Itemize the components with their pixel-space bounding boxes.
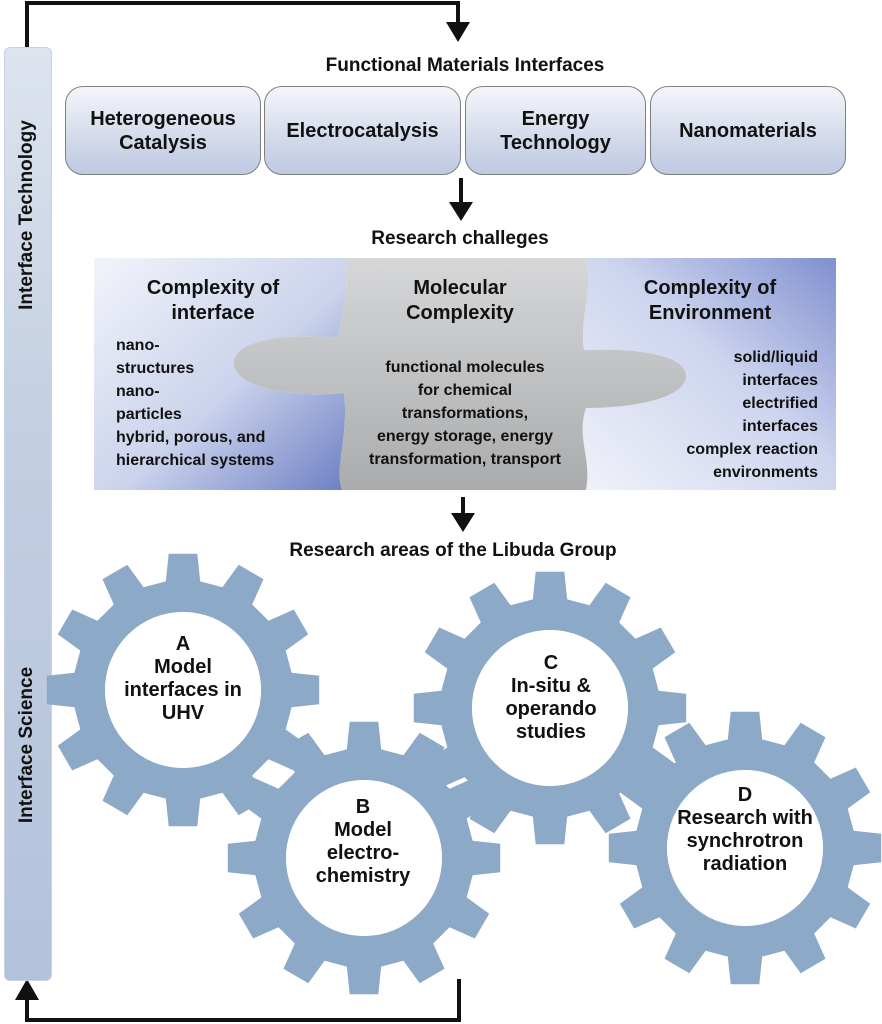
pill-label: Heterogeneous Catalysis <box>90 107 236 154</box>
gear-label: In-situ & operando studies <box>505 675 597 743</box>
pill-energy-technology: Energy Technology <box>465 86 646 175</box>
body-line: solid/liquid <box>733 349 818 366</box>
pill-label: Energy Technology <box>500 107 611 154</box>
puzzle-piece-right <box>582 258 836 490</box>
gear-label: Research with synchrotron radiation <box>677 807 813 875</box>
gear-c-text: C In-situ & operando studies <box>487 652 615 744</box>
challenge-left-body: nano- structures nano- particles hybrid,… <box>116 334 274 472</box>
body-line: particles <box>116 406 182 423</box>
gear-letter: D <box>737 784 753 806</box>
gear-b-text: B Model electro-chemistry <box>304 796 422 888</box>
puzzle-piece-middle <box>234 258 686 490</box>
body-line: energy storage, energy <box>376 428 554 445</box>
challenge-middle-body: functional molecules for chemical transf… <box>337 356 593 471</box>
body-line: functional molecules <box>385 359 545 376</box>
gear-label: Model interfaces in UHV <box>124 656 242 724</box>
gear-letter: C <box>543 652 559 674</box>
body-line: for chemical <box>417 382 513 399</box>
gear-label: Model electro-chemistry <box>315 819 411 887</box>
gear-c-shape <box>413 571 687 845</box>
gear-b-shape <box>227 721 501 995</box>
body-line: hierarchical systems <box>116 452 275 469</box>
puzzle-piece-left <box>94 258 347 490</box>
puzzle-panel <box>94 258 836 490</box>
body-line: transformation, transport <box>368 451 561 468</box>
gear-d-center <box>667 770 823 926</box>
pill-heterogeneous-catalysis: Heterogeneous Catalysis <box>65 86 261 175</box>
gear-letter: B <box>355 796 371 818</box>
pill-label: Nanomaterials <box>679 119 817 142</box>
body-line: complex reaction <box>686 441 818 458</box>
body-line: structures <box>116 360 195 377</box>
challenge-middle-title: Molecular Complexity <box>406 277 514 324</box>
body-line: environments <box>713 464 818 481</box>
body-line: nano- <box>116 383 160 400</box>
gear-c-center <box>472 630 628 786</box>
body-line: electrified <box>742 395 818 412</box>
sidebar-bar <box>4 47 52 981</box>
gear-b-center <box>286 780 442 936</box>
gear-letter: A <box>175 633 191 655</box>
body-line: interfaces <box>742 372 818 389</box>
gear-d-shape <box>608 711 882 985</box>
challenge-left-title: Complexity of interface <box>146 277 280 324</box>
challenge-right-body: solid/liquid interfaces electrified inte… <box>686 346 818 484</box>
pill-label: Electrocatalysis <box>286 119 439 142</box>
gear-a-center <box>105 612 261 768</box>
body-line: nano- <box>116 337 160 354</box>
body-line: interfaces <box>742 418 818 435</box>
challenges-heading: Research challeges <box>371 228 549 249</box>
body-line: transformations, <box>401 405 529 422</box>
gear-a-text: A Model interfaces in UHV <box>123 633 243 725</box>
challenge-right-title: Complexity of Environment <box>643 277 777 324</box>
pill-nanomaterials: Nanomaterials <box>650 86 846 175</box>
areas-heading: Research areas of the Libuda Group <box>289 540 617 561</box>
materials-heading: Functional Materials Interfaces <box>325 55 605 76</box>
gear-d-text: D Research with synchrotron radiation <box>670 784 820 876</box>
body-line: hybrid, porous, and <box>116 429 266 446</box>
gear-a-shape <box>46 553 320 827</box>
pill-electrocatalysis: Electrocatalysis <box>264 86 461 175</box>
